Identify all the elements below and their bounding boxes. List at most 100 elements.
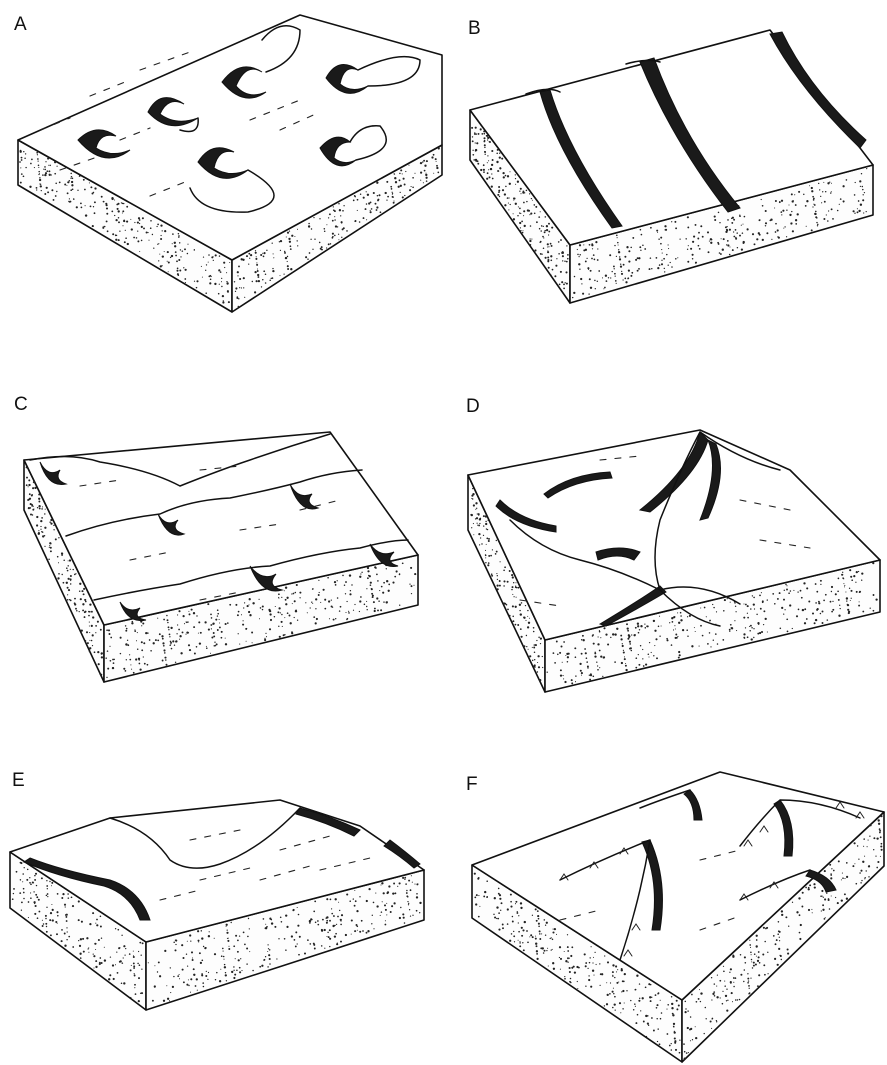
stipple-dot xyxy=(520,628,522,630)
stipple-dot xyxy=(749,626,750,627)
stipple-dot xyxy=(268,954,270,956)
stipple-dot xyxy=(167,622,168,623)
stipple-dot xyxy=(567,254,569,256)
stipple-dot xyxy=(822,896,823,897)
stipple-dot xyxy=(823,897,824,898)
stipple-dot xyxy=(234,974,236,976)
stipple-dot xyxy=(755,963,757,965)
stipple-dot xyxy=(385,920,386,921)
stipple-dot xyxy=(804,622,806,624)
stipple-dot xyxy=(225,638,226,639)
stipple-dot xyxy=(565,655,566,656)
stipple-dot xyxy=(601,973,603,975)
stipple-dot xyxy=(581,639,583,641)
stipple-dot xyxy=(569,981,571,983)
stipple-dot xyxy=(710,646,711,647)
stipple-dot xyxy=(235,935,237,937)
stipple-dot xyxy=(540,643,541,644)
stipple-dot xyxy=(196,978,198,980)
stipple-dot xyxy=(756,945,758,947)
stipple-dot xyxy=(229,262,230,263)
stipple-dot xyxy=(540,211,541,212)
stipple-dot xyxy=(531,198,532,199)
stipple-dot xyxy=(370,210,371,211)
stipple-dot xyxy=(589,244,591,246)
stipple-dot xyxy=(599,650,601,652)
stipple-dot xyxy=(735,229,737,231)
stipple-dot xyxy=(19,161,21,163)
stipple-dot xyxy=(512,605,514,607)
stipple-dot xyxy=(534,652,536,654)
stipple-dot xyxy=(180,256,181,257)
stipple-dot xyxy=(167,619,169,621)
stipple-dot xyxy=(833,870,835,872)
stipple-dot xyxy=(67,893,69,895)
stipple-dot xyxy=(620,635,622,637)
stipple-dot xyxy=(370,582,372,584)
stipple-dot xyxy=(499,152,500,153)
stipple-dot xyxy=(839,204,840,205)
stipple-dot xyxy=(133,967,135,969)
stipple-dot xyxy=(722,991,723,992)
stipple-dot xyxy=(483,535,484,536)
stipple-dot xyxy=(287,268,289,270)
stipple-dot xyxy=(774,207,775,208)
stipple-dot xyxy=(134,984,136,986)
stipple-dot xyxy=(827,182,829,184)
stipple-dot xyxy=(752,233,754,235)
stipple-dot xyxy=(46,170,48,172)
stipple-dot xyxy=(515,624,517,626)
stipple-dot xyxy=(425,177,427,179)
stipple-dot xyxy=(127,640,128,641)
stipple-dot xyxy=(431,156,433,158)
stipple-dot xyxy=(419,902,421,904)
stipple-dot xyxy=(784,609,785,610)
stipple-dot xyxy=(239,644,240,645)
stipple-dot xyxy=(690,1028,692,1030)
stipple-dot xyxy=(77,190,78,191)
stipple-dot xyxy=(560,969,561,970)
stipple-dot xyxy=(498,190,500,192)
stipple-dot xyxy=(66,914,68,916)
stipple-dot xyxy=(488,160,489,161)
stipple-dot xyxy=(536,950,538,952)
stipple-dot xyxy=(261,965,263,967)
stipple-dot xyxy=(666,638,668,640)
stipple-dot xyxy=(722,1003,724,1005)
stipple-dot xyxy=(72,946,74,948)
stipple-dot xyxy=(661,1012,663,1014)
stipple-dot xyxy=(610,637,611,638)
stipple-dot xyxy=(160,224,162,226)
stipple-dot xyxy=(824,898,826,900)
stipple-dot xyxy=(201,937,203,939)
stipple-dot xyxy=(383,582,385,584)
stipple-dot xyxy=(875,598,877,600)
stipple-dot xyxy=(542,947,544,949)
stipple-dot xyxy=(395,181,397,183)
stipple-dot xyxy=(289,230,290,231)
stipple-dot xyxy=(530,213,532,215)
stipple-dot xyxy=(801,906,803,908)
stipple-dot xyxy=(484,144,486,146)
stipple-dot xyxy=(281,621,283,623)
stipple-dot xyxy=(628,261,630,263)
stipple-dot xyxy=(764,941,766,943)
stipple-dot xyxy=(67,565,68,566)
stipple-dot xyxy=(742,224,743,225)
stipple-dot xyxy=(691,994,693,996)
stipple-dot xyxy=(857,211,859,213)
stipple-dot xyxy=(511,589,512,590)
stipple-dot xyxy=(80,598,82,600)
stipple-dot xyxy=(509,940,511,942)
stipple-dot xyxy=(179,974,180,975)
stipple-dot xyxy=(754,243,756,245)
stipple-dot xyxy=(847,609,849,611)
stipple-dot xyxy=(406,890,408,892)
stipple-dot xyxy=(81,921,83,923)
stipple-dot xyxy=(221,955,223,957)
stipple-dot xyxy=(617,969,618,970)
stipple-dot xyxy=(501,158,503,160)
stipple-dot xyxy=(579,244,581,246)
stipple-dot xyxy=(697,238,699,240)
stipple-dot xyxy=(863,846,864,847)
